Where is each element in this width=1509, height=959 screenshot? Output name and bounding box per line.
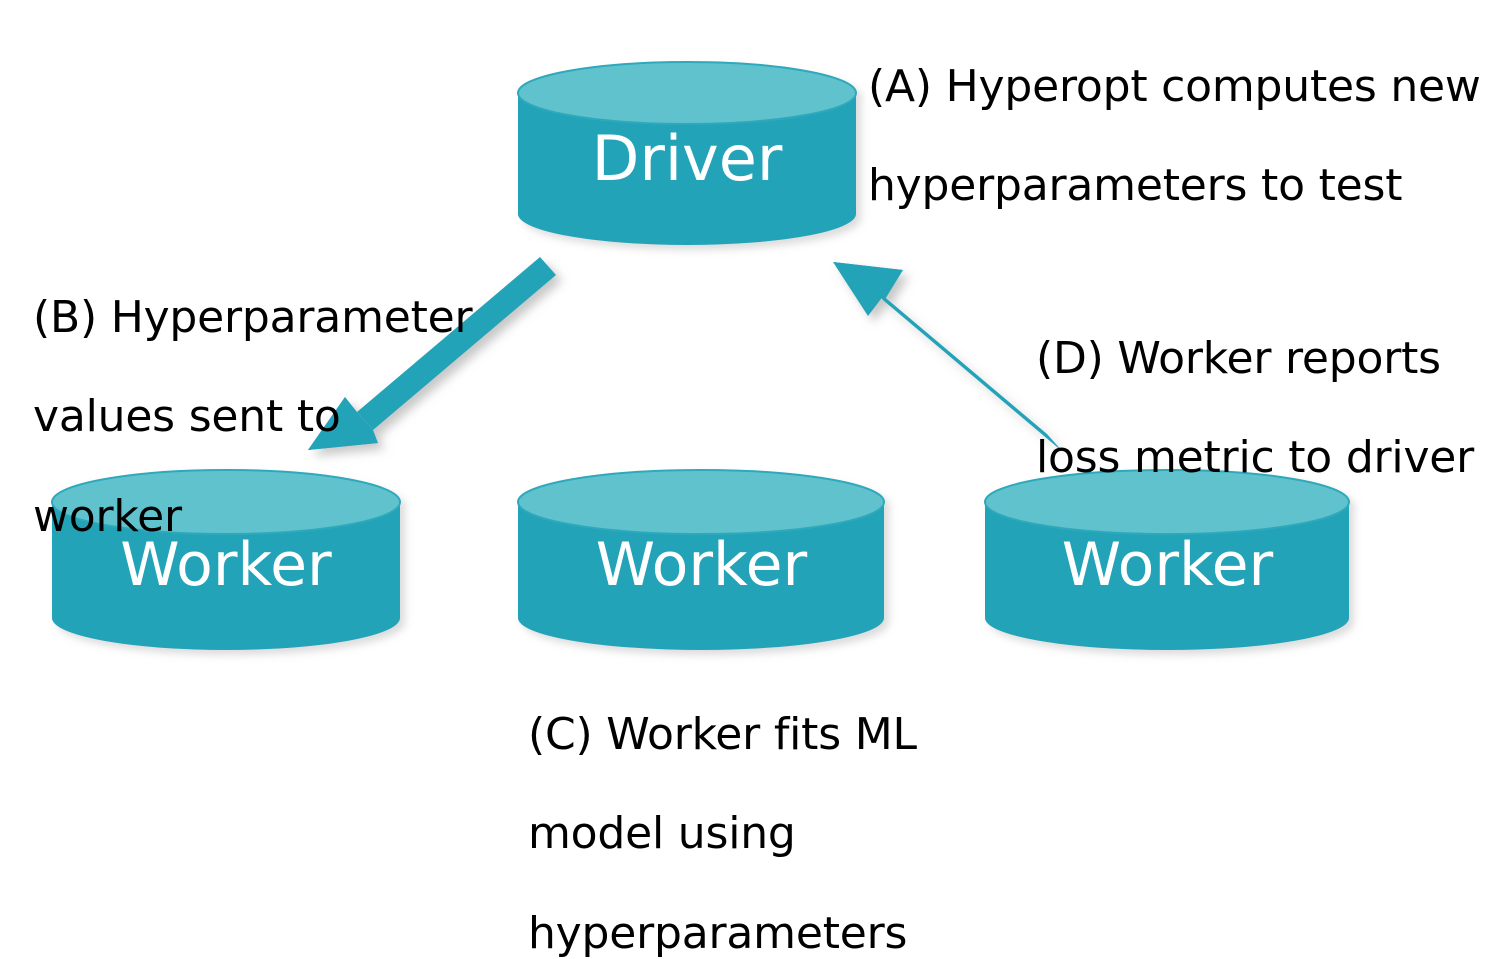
driver-cylinder-top-edge [517,61,857,125]
worker-3-cylinder-body [985,502,1349,650]
arrow-worker-to-driver-shaft [868,283,1063,452]
worker-2-cylinder-top-edge [517,469,885,535]
annotation-a-hyperopt-computes: (A) Hyperopt computes new hyperparameter… [868,12,1488,211]
worker-2-cylinder-body [518,502,884,650]
diagram-graphics [51,61,1350,650]
annotation-c-line-3: hyperparameters [528,907,908,959]
annotation-b-line-1: (B) Hyperparameter [33,291,473,343]
worker-3-cylinder-top [985,470,1349,534]
annotation-b-line-2: values sent to [33,391,341,443]
annotation-d-worker-reports-loss: (D) Worker reports loss metric to driver [1036,284,1486,483]
worker-1-cylinder-body [52,502,400,650]
worker-3-cylinder-top-edge [984,469,1350,535]
annotation-b-line-3: worker [33,490,182,542]
driver-cylinder-body [518,93,856,245]
annotation-a-line-1: (A) Hyperopt computes new [868,60,1481,112]
node-worker-2[interactable] [517,469,885,650]
annotation-a-line-2: hyperparameters to test [868,160,1403,212]
node-driver[interactable] [517,61,857,245]
node-worker-1[interactable] [51,469,401,650]
worker-1-cylinder-top [52,470,400,534]
annotation-b-hyperparameter-values: (B) Hyperparameter values sent to worker [33,243,473,541]
worker-1-cylinder-top-edge [51,469,401,535]
arrow-worker-to-driver-head-fill [833,262,903,301]
annotation-d-line-1: (D) Worker reports [1036,332,1441,384]
annotation-c-line-2: model using [528,808,796,860]
annotation-c-worker-fits-model: (C) Worker fits ML model using hyperpara… [528,660,948,958]
arrow-worker-to-driver[interactable] [833,262,1063,452]
arrow-driver-to-worker-shaft [357,257,556,430]
diagram-canvas: Driver Worker Worker Worker (A) Hyperopt… [33,12,1488,958]
arrow-driver-to-worker-head-fill [308,397,378,450]
node-worker-3[interactable] [984,469,1350,650]
worker-2-cylinder-top [518,470,884,534]
annotation-d-line-2: loss metric to driver [1036,432,1475,484]
annotation-c-line-1: (C) Worker fits ML [528,708,917,760]
driver-cylinder-top [518,62,856,124]
arrow-driver-to-worker[interactable] [308,257,556,450]
